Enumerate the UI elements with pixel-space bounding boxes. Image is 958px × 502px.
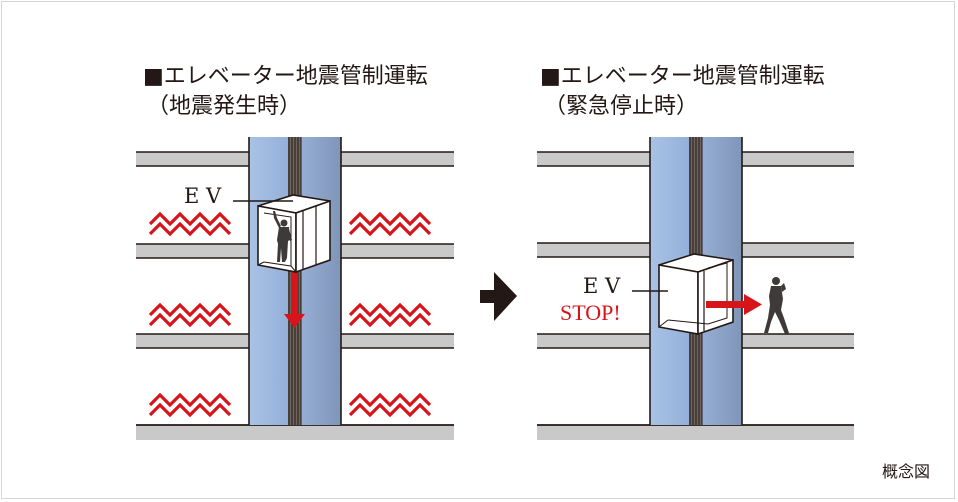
shaking-wave-icon — [148, 303, 232, 327]
right-arrow-icon — [480, 272, 517, 321]
floor-slab — [537, 242, 854, 258]
floor-slab — [136, 243, 454, 259]
down-arrow-icon — [284, 270, 305, 328]
panel-title-line2: （地震発生時） — [147, 94, 302, 119]
panel-earthquake: E V — [136, 137, 454, 440]
exit-arrow-icon — [706, 294, 762, 315]
panel-title-line1: ■エレベーター地震管制運転 — [540, 64, 825, 89]
ev-label: E V — [583, 274, 621, 298]
shaking-wave-icon — [148, 212, 232, 236]
shaking-wave-icon — [348, 212, 432, 236]
ev-label: E V — [184, 184, 222, 208]
panel-title-earthquake: ■エレベーター地震管制運転 （地震発生時） — [143, 62, 428, 122]
panel-title-line2: （緊急停止時） — [544, 94, 699, 119]
floor-slab — [136, 333, 454, 349]
shaking-wave-icon — [348, 393, 432, 417]
panel-title-emergency-stop: ■エレベーター地震管制運転 （緊急停止時） — [540, 62, 825, 122]
panel-title-line1: ■エレベーター地震管制運転 — [143, 64, 428, 89]
elevator-car — [658, 253, 734, 336]
floor-slab — [136, 151, 454, 167]
walking-person-icon — [764, 277, 789, 334]
shaking-wave-icon — [148, 393, 232, 417]
floor-slab — [537, 151, 854, 167]
floor-slabs — [537, 151, 854, 440]
elevator-car — [257, 194, 331, 274]
stop-label: STOP! — [560, 300, 621, 325]
figure-caption: 概念図 — [881, 462, 930, 481]
ground-slab — [537, 424, 854, 440]
ground-slab — [136, 424, 454, 440]
passenger-silhouette-icon — [273, 211, 292, 262]
floor-slab — [537, 333, 854, 349]
shaking-wave-icon — [348, 303, 432, 327]
panel-emergency-stop: E V STOP! — [537, 137, 854, 440]
floor-slabs — [136, 151, 454, 440]
